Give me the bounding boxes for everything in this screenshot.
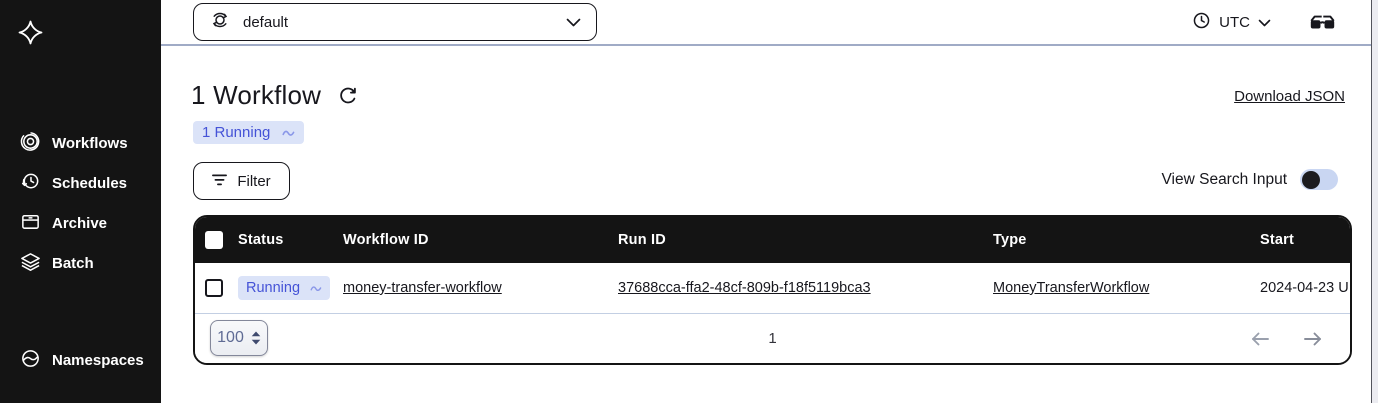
sidebar-item-workflows[interactable]: Workflows (20, 130, 128, 156)
batch-layers-icon (20, 251, 41, 276)
namespace-switch-icon (209, 9, 231, 36)
sidebar-item-label: Workflows (52, 134, 128, 152)
sidebar-item-label: Schedules (52, 174, 128, 192)
filter-button-label: Filter (237, 172, 271, 190)
current-page-indicator: 1 (768, 330, 777, 347)
toggle-knob (1302, 170, 1320, 189)
sidebar-item-batch[interactable]: Batch (20, 250, 94, 276)
select-all-checkbox[interactable] (205, 231, 223, 249)
table-footer: 100 1 (195, 314, 1350, 363)
clock-icon (1192, 11, 1211, 34)
column-header-type[interactable]: Type (993, 232, 1027, 248)
page-title: 1 Workflow (191, 80, 322, 110)
chevron-down-icon (1258, 14, 1271, 31)
sidebar-item-label: Batch (52, 254, 94, 272)
window-edge-line (1371, 0, 1372, 403)
next-page-arrow-icon[interactable] (1303, 332, 1322, 346)
filter-funnel-icon (212, 173, 228, 190)
workflows-table: Status Workflow ID Run ID Type Start Run… (193, 215, 1352, 365)
sidebar-item-schedules[interactable]: Schedules (20, 170, 127, 196)
sidebar-item-namespaces[interactable]: Namespaces (20, 347, 144, 373)
timezone-value: UTC (1219, 13, 1250, 31)
sidebar-item-label: Namespaces (52, 351, 144, 369)
run-id-link[interactable]: 37688cca-ffa2-48cf-809b-f18f5119bca3 (618, 280, 871, 296)
running-count-label: 1 Running (202, 124, 271, 141)
column-header-run-id[interactable]: Run ID (618, 232, 666, 248)
view-search-input-toggle[interactable] (1300, 169, 1338, 190)
per-page-select[interactable]: 100 (210, 320, 268, 356)
timezone-selector[interactable]: UTC (1192, 11, 1271, 34)
previous-page-arrow-icon[interactable] (1251, 332, 1270, 346)
sidebar: Workflows Schedules Archi (0, 0, 161, 403)
namespace-selected-value: default (243, 13, 289, 31)
column-header-workflow-id[interactable]: Workflow ID (343, 232, 429, 248)
chevron-down-icon (566, 18, 581, 27)
archive-icon (20, 211, 41, 236)
row-checkbox[interactable] (205, 279, 223, 297)
workflows-icon (20, 131, 41, 156)
schedules-icon (20, 171, 41, 196)
start-time-value: 2024-04-23 U (1260, 280, 1349, 296)
workflow-type-link[interactable]: MoneyTransferWorkflow (993, 280, 1150, 296)
main-content: 1 Workflow Download JSON 1 Running (161, 46, 1378, 403)
per-page-value: 100 (217, 329, 244, 346)
workflow-id-link[interactable]: money-transfer-workflow (343, 280, 502, 296)
download-json-link[interactable]: Download JSON (1234, 88, 1345, 105)
namespaces-icon (20, 348, 41, 373)
view-search-input-label: View Search Input (1161, 170, 1287, 188)
table-header-row: Status Workflow ID Run ID Type Start (195, 217, 1350, 263)
sidebar-item-archive[interactable]: Archive (20, 210, 107, 236)
table-row[interactable]: Running money-transfer-workflow 37688cca… (195, 263, 1350, 314)
scrollbar-track[interactable] (1372, 0, 1378, 403)
status-badge: Running (238, 276, 331, 300)
pulse-wave-icon (282, 128, 295, 138)
status-badge-label: Running (246, 280, 301, 296)
labs-glasses-icon[interactable] (1309, 13, 1336, 31)
pulse-wave-icon (310, 284, 322, 293)
running-count-badge: 1 Running (193, 121, 305, 144)
column-header-start[interactable]: Start (1260, 232, 1295, 248)
sidebar-item-label: Archive (52, 214, 108, 232)
stepper-arrows-icon (251, 331, 261, 345)
topbar: default UTC (161, 0, 1378, 46)
column-header-status[interactable]: Status (238, 232, 284, 248)
namespace-selector[interactable]: default (193, 3, 597, 41)
temporal-logo-icon[interactable] (17, 19, 44, 46)
filter-button[interactable]: Filter (193, 162, 290, 200)
refresh-icon[interactable] (338, 86, 358, 106)
